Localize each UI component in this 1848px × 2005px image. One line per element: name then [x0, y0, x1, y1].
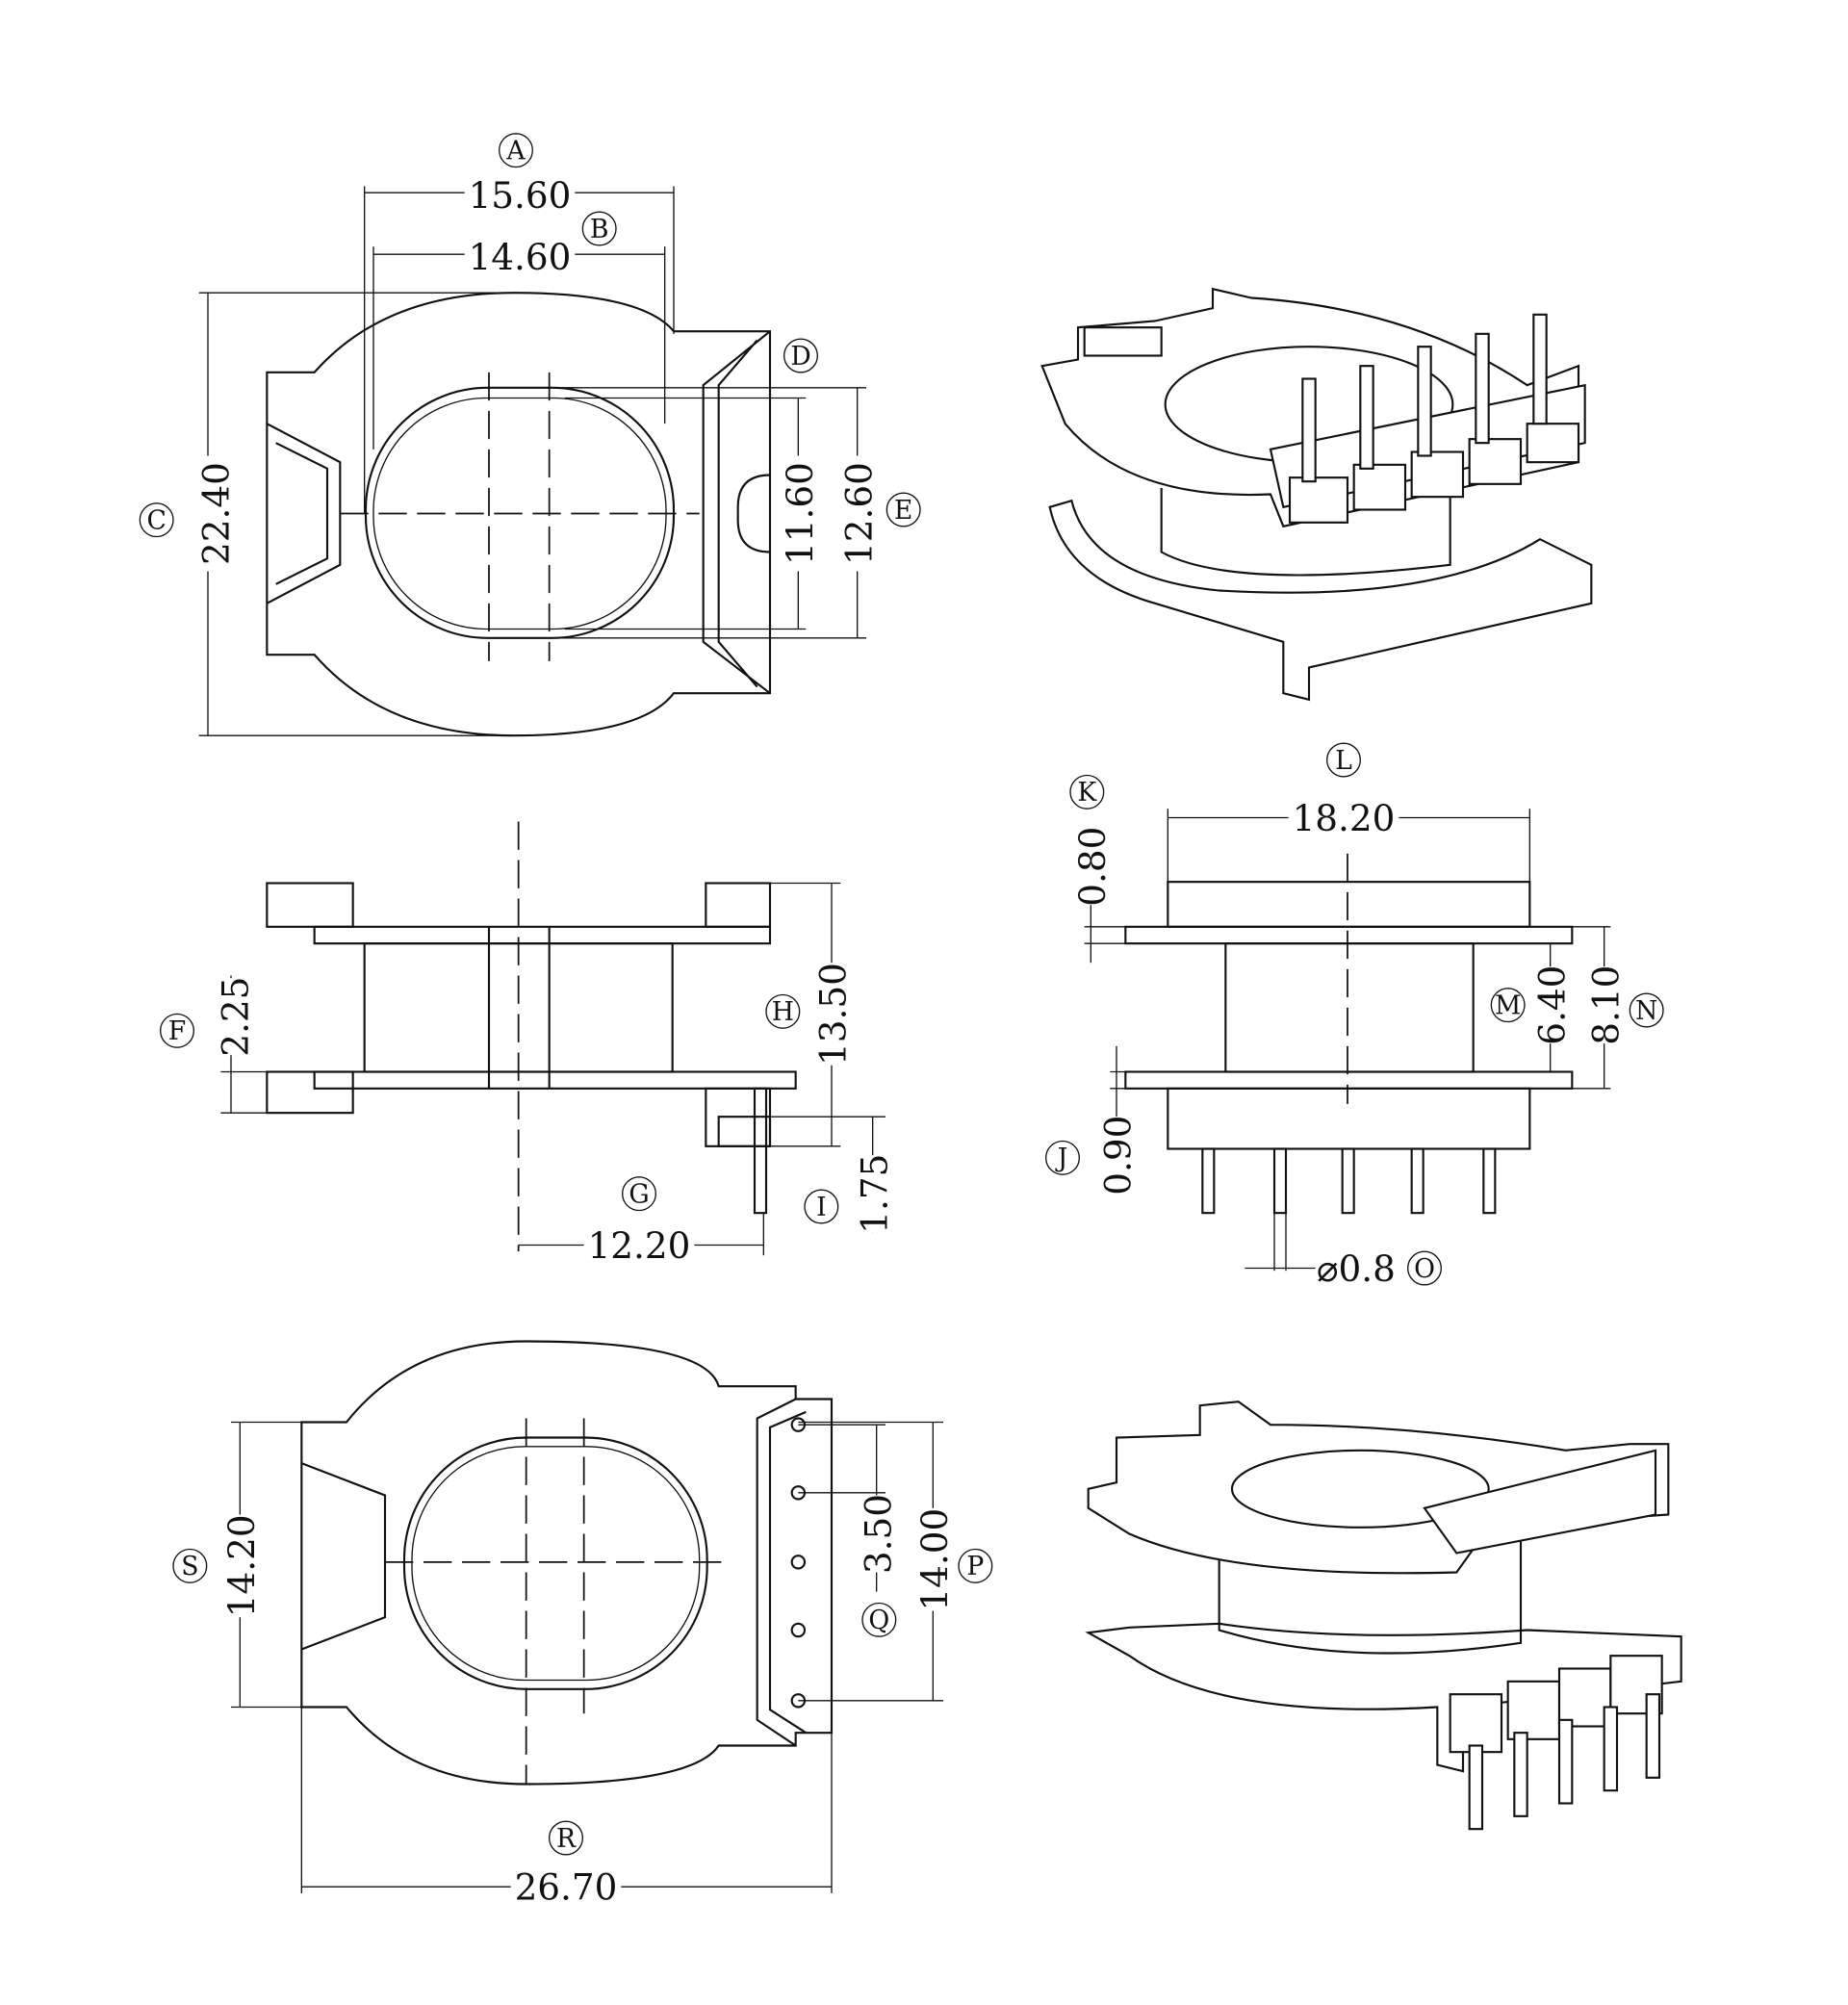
front-view: 18.20 0.80 6.40 8.10 0.90 ⌀0.8 J K L M N… — [1045, 742, 1664, 1290]
dim-q-value: 3.50 — [857, 1494, 899, 1574]
callout-e: E — [886, 492, 921, 527]
dim-j-value: 0.90 — [1097, 1116, 1140, 1195]
dim-k-value: 0.80 — [1071, 827, 1114, 907]
svg-text:R: R — [556, 1824, 577, 1854]
callout-o: O — [1407, 1250, 1442, 1286]
pin-block — [1269, 313, 1586, 524]
callout-s: S — [172, 1548, 208, 1583]
svg-text:B: B — [590, 215, 609, 244]
callout-d: D — [783, 338, 818, 373]
callout-j: J — [1045, 1140, 1080, 1175]
callout-m: M — [1490, 988, 1526, 1023]
dim-i-value: 1.75 — [853, 1154, 895, 1234]
side-view: 12.20 2.25 13.50 1.75 F G H I — [160, 821, 895, 1267]
dim-l-value: 18.20 — [1293, 797, 1396, 839]
dim-r-value: 26.70 — [515, 1866, 618, 1909]
dim-e-value: 12.60 — [837, 462, 880, 565]
bottom-pins — [1449, 1655, 1663, 1831]
dim-m-value: 6.40 — [1530, 965, 1573, 1045]
svg-text:M: M — [1495, 991, 1521, 1021]
svg-text:N: N — [1635, 996, 1657, 1026]
svg-text:O: O — [1414, 1254, 1435, 1284]
svg-text:K: K — [1077, 778, 1097, 808]
svg-text:D: D — [790, 342, 810, 372]
svg-text:E: E — [894, 496, 912, 526]
callout-h: H — [765, 993, 801, 1029]
isometric-view-top — [1040, 287, 1593, 702]
dim-b-value: 14.60 — [469, 236, 572, 278]
svg-text:C: C — [146, 506, 166, 536]
dim-n-value: 8.10 — [1584, 965, 1627, 1045]
callout-i: I — [804, 1189, 839, 1224]
callout-f: F — [160, 1013, 194, 1048]
callout-k: K — [1069, 774, 1105, 810]
callout-b: B — [581, 211, 617, 246]
callout-n: N — [1629, 992, 1664, 1028]
callout-g: G — [622, 1176, 656, 1212]
svg-text:P: P — [966, 1552, 984, 1581]
dim-h-value: 13.50 — [812, 963, 855, 1066]
dim-d-value: 11.60 — [779, 462, 821, 565]
dim-p-value: 14.00 — [913, 1508, 956, 1611]
callout-p: P — [958, 1548, 993, 1583]
dim-g-value: 12.20 — [588, 1224, 691, 1267]
callout-l: L — [1326, 742, 1361, 778]
svg-text:S: S — [181, 1552, 198, 1581]
svg-text:G: G — [629, 1180, 649, 1210]
svg-text:A: A — [505, 137, 526, 167]
dim-a-value: 15.60 — [469, 174, 572, 217]
dim-c-value: 22.40 — [194, 462, 237, 565]
svg-text:H: H — [772, 997, 794, 1027]
dim-f-value: 2.25 — [214, 977, 256, 1057]
svg-text:F: F — [168, 1016, 187, 1046]
svg-text:I: I — [816, 1193, 827, 1222]
callout-q: Q — [861, 1602, 897, 1637]
dim-o-value: ⌀0.8 — [1317, 1247, 1396, 1290]
bottom-view: 26.70 14.20 3.50 14.00 P Q R S — [172, 1340, 993, 1909]
callout-c: C — [139, 502, 174, 538]
svg-text:Q: Q — [868, 1606, 889, 1635]
top-view: 15.60 14.60 22.40 11.60 12.60 A B C D E — [139, 133, 921, 737]
dim-s-value: 14.20 — [220, 1514, 263, 1617]
callout-a: A — [499, 133, 533, 168]
svg-text:J: J — [1055, 1144, 1068, 1173]
isometric-view-bottom — [1085, 1401, 1682, 1831]
svg-text:L: L — [1335, 746, 1352, 776]
callout-r: R — [549, 1820, 583, 1856]
